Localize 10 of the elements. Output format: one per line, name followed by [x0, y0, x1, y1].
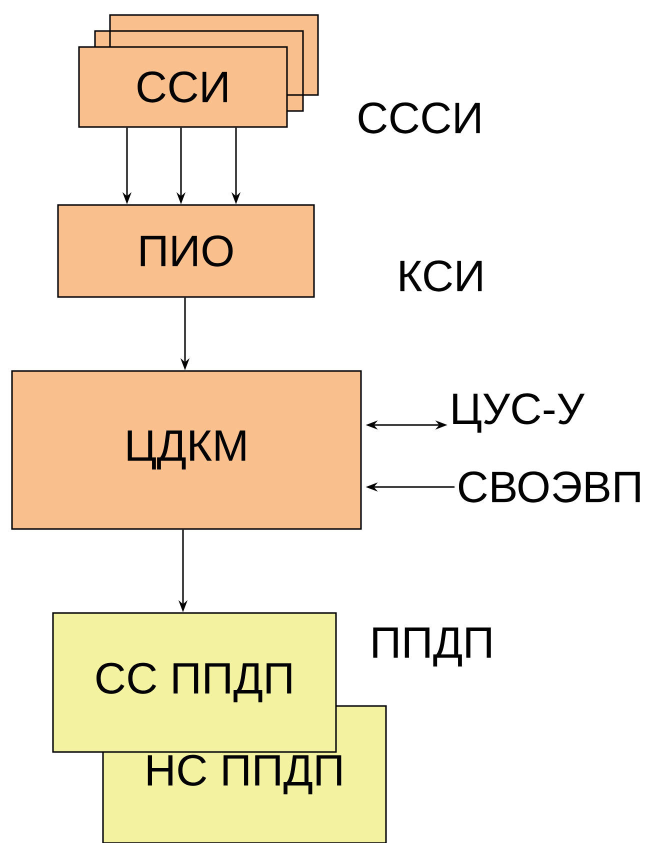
process-box: ПИО — [57, 204, 315, 298]
text-label: СВОЭВП — [458, 471, 640, 503]
text-label: ППДП — [373, 627, 491, 667]
text-label: ЦУС-У — [453, 393, 585, 433]
process-box: ЦДКМ — [11, 370, 362, 530]
process-box: СС ППДП — [52, 612, 337, 753]
process-box: ССИ — [78, 46, 288, 128]
node-label: НС ППДП — [148, 754, 342, 794]
text-label: СССИ — [358, 102, 480, 134]
text-label: КСИ — [400, 260, 482, 292]
